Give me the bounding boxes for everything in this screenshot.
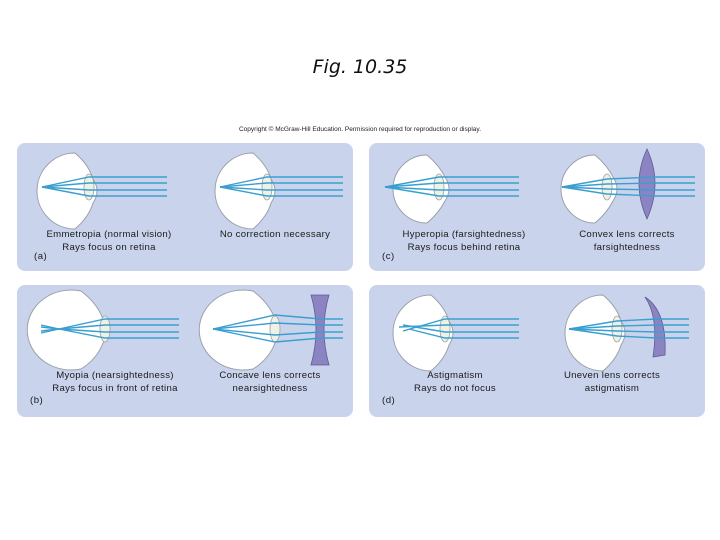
caption-concave-correction: Concave lens corrects nearsightedness	[219, 370, 321, 394]
panel-label-b: (b)	[30, 395, 44, 406]
light-rays-2	[568, 318, 689, 339]
caption-emmetropia: Emmetropia (normal vision) Rays focus on…	[46, 229, 172, 253]
panel-label-a: (a)	[34, 251, 48, 262]
eye-short-2	[560, 154, 618, 224]
light-rays-2	[219, 176, 343, 197]
caption-astigmatism: Astigmatism Rays do not focus	[414, 370, 496, 394]
caption-no-correction: No correction necessary	[219, 229, 331, 240]
uneven-lens-icon	[644, 296, 666, 358]
eye-normal-2	[214, 152, 276, 230]
caption-uneven-correction: Uneven lens corrects astigmatism	[563, 370, 661, 394]
concave-lens-icon	[310, 294, 330, 366]
light-rays-2	[212, 314, 343, 343]
eye-long-2	[198, 289, 281, 371]
astigmatism-diagram	[392, 294, 689, 372]
caption-hyperopia: Hyperopia (farsightedness) Rays focus be…	[402, 229, 526, 253]
caption-convex-correction: Convex lens corrects farsightedness	[579, 229, 675, 253]
light-rays	[41, 176, 167, 197]
panel-myopia: Myopia (nearsightedness) Rays focus in f…	[17, 285, 353, 417]
panel-hyperopia: Hyperopia (farsightedness) Rays focus be…	[369, 143, 705, 271]
light-rays	[398, 318, 519, 339]
light-rays	[384, 176, 519, 197]
panel-label-c: (c)	[382, 251, 395, 262]
figure-title: Fig. 10.35	[312, 56, 408, 78]
caption-myopia: Myopia (nearsightedness) Rays focus in f…	[52, 370, 178, 394]
eye-normal	[36, 152, 98, 230]
myopia-diagram	[26, 289, 343, 371]
hyperopia-diagram	[384, 148, 695, 224]
light-rays	[40, 318, 179, 339]
convex-lens-icon	[638, 148, 656, 220]
copyright-notice: Copyright © McGraw-Hill Education. Permi…	[238, 126, 481, 133]
panel-astigmatism: Astigmatism Rays do not focus Uneven len…	[369, 285, 705, 417]
light-rays-2	[561, 176, 695, 197]
panel-label-d: (d)	[382, 395, 396, 406]
emmetropia-diagram	[36, 152, 343, 230]
panel-emmetropia: Emmetropia (normal vision) Rays focus on…	[17, 143, 353, 271]
